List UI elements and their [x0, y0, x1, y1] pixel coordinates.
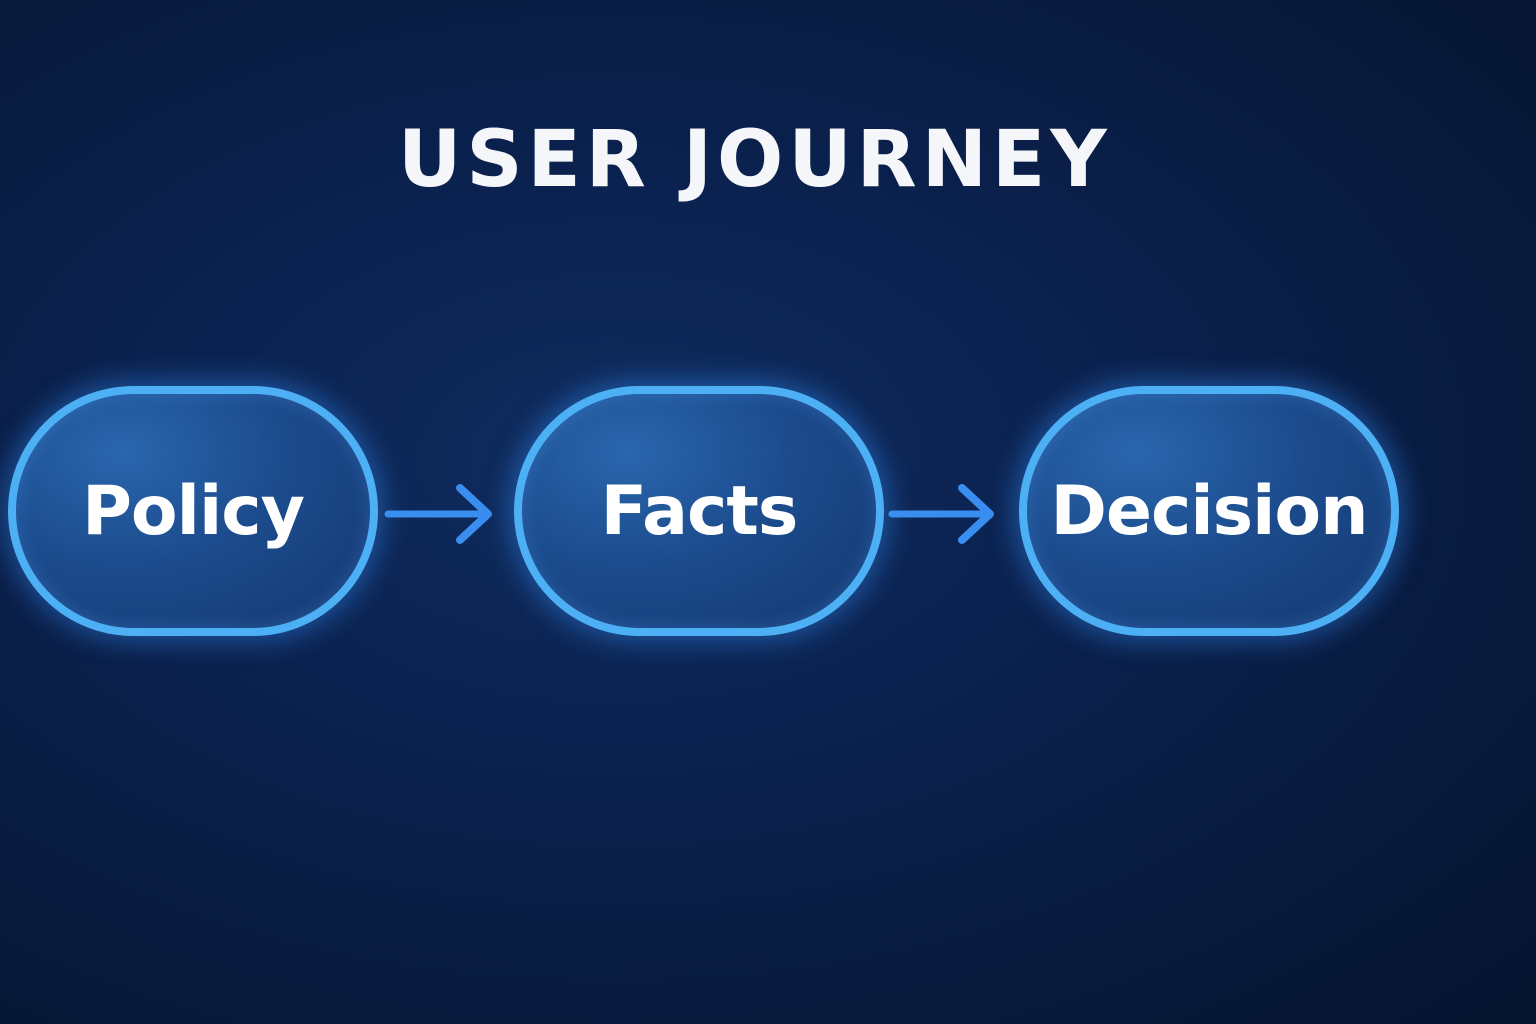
node-label-facts: Facts [600, 471, 799, 551]
diagram-title: USER JOURNEY [398, 115, 1112, 205]
node-label-policy: Policy [82, 471, 305, 551]
node-label-decision: Decision [1050, 471, 1368, 551]
arrow-right-icon [888, 484, 994, 544]
arrow-right-icon [384, 484, 492, 544]
node-facts: Facts [514, 386, 884, 636]
node-decision: Decision [1019, 386, 1399, 636]
node-policy: Policy [8, 386, 378, 636]
